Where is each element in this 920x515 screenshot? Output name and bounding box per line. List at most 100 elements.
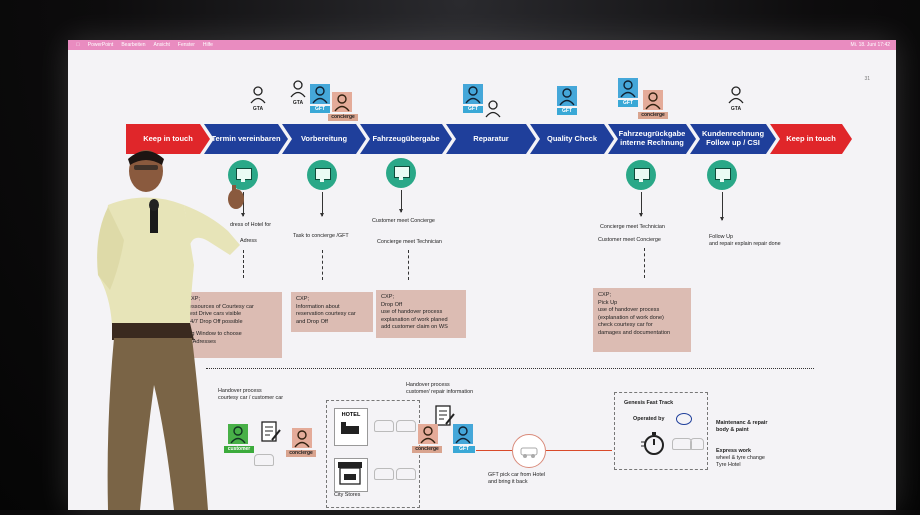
person-icon (290, 80, 306, 98)
monitor-icon (307, 160, 337, 190)
col3-line1: Customer meet Concierge (372, 218, 435, 224)
text-line: Handover process (218, 388, 262, 394)
service-sub: body & paint (716, 427, 749, 434)
pickup-car-icon (512, 434, 546, 468)
document-pen-icon (260, 420, 282, 444)
role-concierge-tag: concierge (638, 112, 668, 119)
cxp-line: damages and documentation (598, 329, 671, 336)
arrow-down (720, 192, 724, 221)
role-gft-tag: GFT (463, 106, 483, 113)
role-gft-tag: GFT (618, 100, 638, 107)
role-customer-tag: customer (224, 446, 254, 453)
operated-by-label: Operated by (633, 416, 665, 422)
dashed-connector (644, 248, 645, 278)
col4-line1: Concierge meet Technician (600, 224, 665, 230)
car-icon (690, 438, 704, 450)
role-gta-tag: GTA (252, 106, 264, 112)
city-store-icon (334, 458, 368, 492)
document-pen-icon (434, 404, 456, 428)
monitor-icon (386, 158, 416, 188)
text-line: courtesy car / customer car (218, 395, 284, 402)
service-1: Maintenanc & repair body & paint (716, 420, 768, 434)
menu-item[interactable]: Ansicht (149, 42, 170, 48)
projection-screen:  PowerPoint Bearbeiten Ansicht Fenster … (68, 40, 896, 510)
text-line: Handover process (406, 382, 450, 388)
fast-track-title: Genesis Fast Track (624, 400, 674, 406)
connector-line (476, 450, 512, 451)
text-line: GFT pick car from Hotel (488, 472, 546, 478)
person-icon (250, 86, 266, 104)
car-icon (672, 438, 692, 450)
cxp-line: use of handover process (598, 307, 660, 314)
role-concierge-tag: concierge (412, 446, 442, 453)
step-kundenrechnung: Kundenrechnung Follow up / CSI (690, 124, 776, 154)
cxp-line: el Adresses (187, 338, 216, 345)
col3-line2: Concierge meet Technician (377, 239, 442, 245)
step-quality-check: Quality Check (530, 124, 614, 154)
cxp-line: log Window to choose (187, 331, 242, 338)
city-stores-label: City Stores (334, 492, 361, 498)
step-fahrzeuguebergabe: Fahrzeugübergabe (360, 124, 452, 154)
cxp-line: Pick Up (598, 299, 618, 306)
cxp-line: reservation courtesy car (296, 311, 356, 318)
gft-person-icon (310, 84, 330, 104)
service-sub: Tyre Hotel (716, 462, 741, 469)
arrow-down (399, 190, 403, 213)
role-concierge-tag: concierge (328, 114, 358, 121)
customer-person-icon (228, 424, 248, 444)
step-label: Quality Check (546, 133, 598, 143)
cxp-line: Drop Off (381, 301, 403, 308)
col1-line1: dress of Hotel for (230, 222, 272, 228)
step-label: Keep in touch (786, 133, 836, 143)
cxp-line: add customer claim on WS (381, 324, 448, 331)
menu-app[interactable]: PowerPoint (84, 42, 114, 48)
cxp-box-1: CXP; ressources of Courtesy car Test Dri… (182, 292, 282, 358)
step-label: Fahrzeugübergabe (372, 133, 440, 143)
service-sub: wheel & tyre change (716, 455, 765, 462)
fast-track-box (614, 392, 708, 470)
connector-line (546, 450, 612, 451)
role-gta-tag: GTA (730, 106, 742, 112)
monitor-icon (228, 160, 258, 190)
handover-label-2: Handover process customer/ repair inform… (406, 382, 473, 396)
cxp-box-2: CXP; Information about reservation court… (291, 292, 373, 332)
cxp-line: CXP; (598, 292, 612, 298)
step-vorbereitung: Vorbereitung (282, 124, 366, 154)
divider-line (206, 368, 814, 369)
col4-line2: Customer meet Concierge (598, 237, 661, 243)
gft-person-icon (463, 84, 483, 104)
menu-item[interactable]: Bearbeiten (117, 42, 145, 48)
arrow-down (320, 192, 324, 217)
slide-number: 31 (864, 76, 870, 82)
cxp-line: Test Drive cars visible (187, 311, 242, 318)
step-termin: Termin vereinbaren (204, 124, 288, 154)
text-line: and bring it back (488, 479, 528, 486)
service-2: Express work wheel & tyre change Tyre Ho… (716, 448, 765, 469)
hotel-dashed-box (326, 400, 420, 508)
cxp-line: check courtesy car for (598, 322, 653, 329)
car-icon (374, 420, 394, 432)
gft-person-icon (618, 78, 638, 98)
person-icon (728, 86, 744, 104)
col1-line2: Adress (240, 238, 257, 244)
gft-person-icon (453, 424, 473, 444)
menubar-clock: Mi. 18. Juni 17:42 (850, 42, 890, 48)
cxp-line: CXP; (381, 294, 395, 300)
apple-icon[interactable]:  (76, 42, 80, 48)
menu-item[interactable]: Fenster (174, 42, 195, 48)
cxp-box-4: CXP; Pick Up use of handover process (ex… (593, 288, 691, 352)
menubar:  PowerPoint Bearbeiten Ansicht Fenster … (68, 40, 896, 50)
menu-item[interactable]: Hilfe (199, 42, 213, 48)
cxp-line: 24/7 Drop Off possible (187, 318, 243, 325)
gft-person-icon (557, 86, 577, 106)
step-fahrzeugrueckgabe: Fahrzeugrückgabe interne Rechnung (608, 124, 696, 154)
step-keep-in-touch-end: Keep in touch (770, 124, 852, 154)
car-icon (374, 468, 394, 480)
concierge-person-icon (418, 424, 438, 444)
concierge-person-icon (332, 92, 352, 112)
gft-pick-text: GFT pick car from Hotel and bring it bac… (488, 472, 545, 486)
text-line: customer/ repair information (406, 389, 474, 396)
cxp-box-3: CXP; Drop Off use of handover process ex… (376, 290, 466, 338)
hotel-icon: HOTEL (334, 408, 368, 446)
step-label: Vorbereitung (300, 133, 348, 143)
